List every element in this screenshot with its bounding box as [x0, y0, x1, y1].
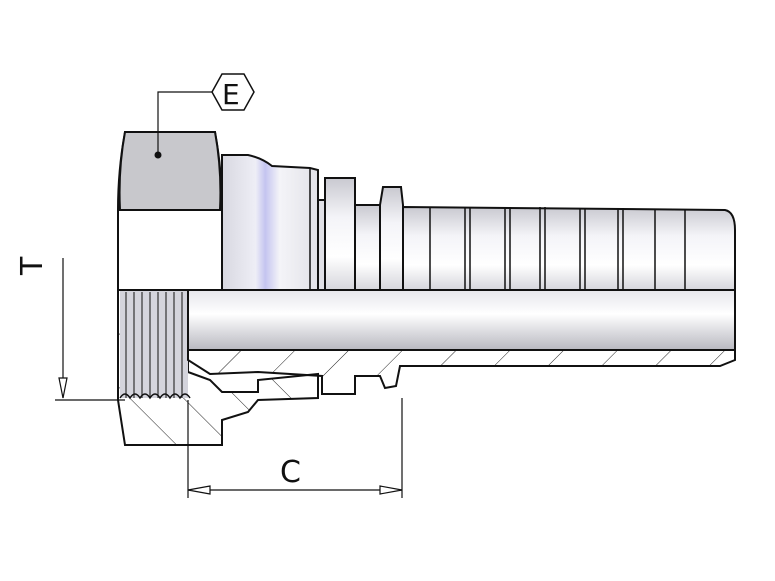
serration-lines: [429, 207, 686, 290]
thread-lines: [125, 292, 183, 398]
dimension-t-label: T: [15, 256, 50, 276]
hex-nut: [117, 131, 319, 446]
dimension-c-label: C: [280, 455, 301, 490]
dimension-t: [55, 258, 125, 401]
callout-e: E: [154, 73, 255, 159]
dimension-c: [187, 398, 403, 498]
callout-e-label: E: [222, 78, 240, 111]
hexagon-callout-icon: [211, 73, 255, 111]
fitting-body: [187, 154, 736, 395]
